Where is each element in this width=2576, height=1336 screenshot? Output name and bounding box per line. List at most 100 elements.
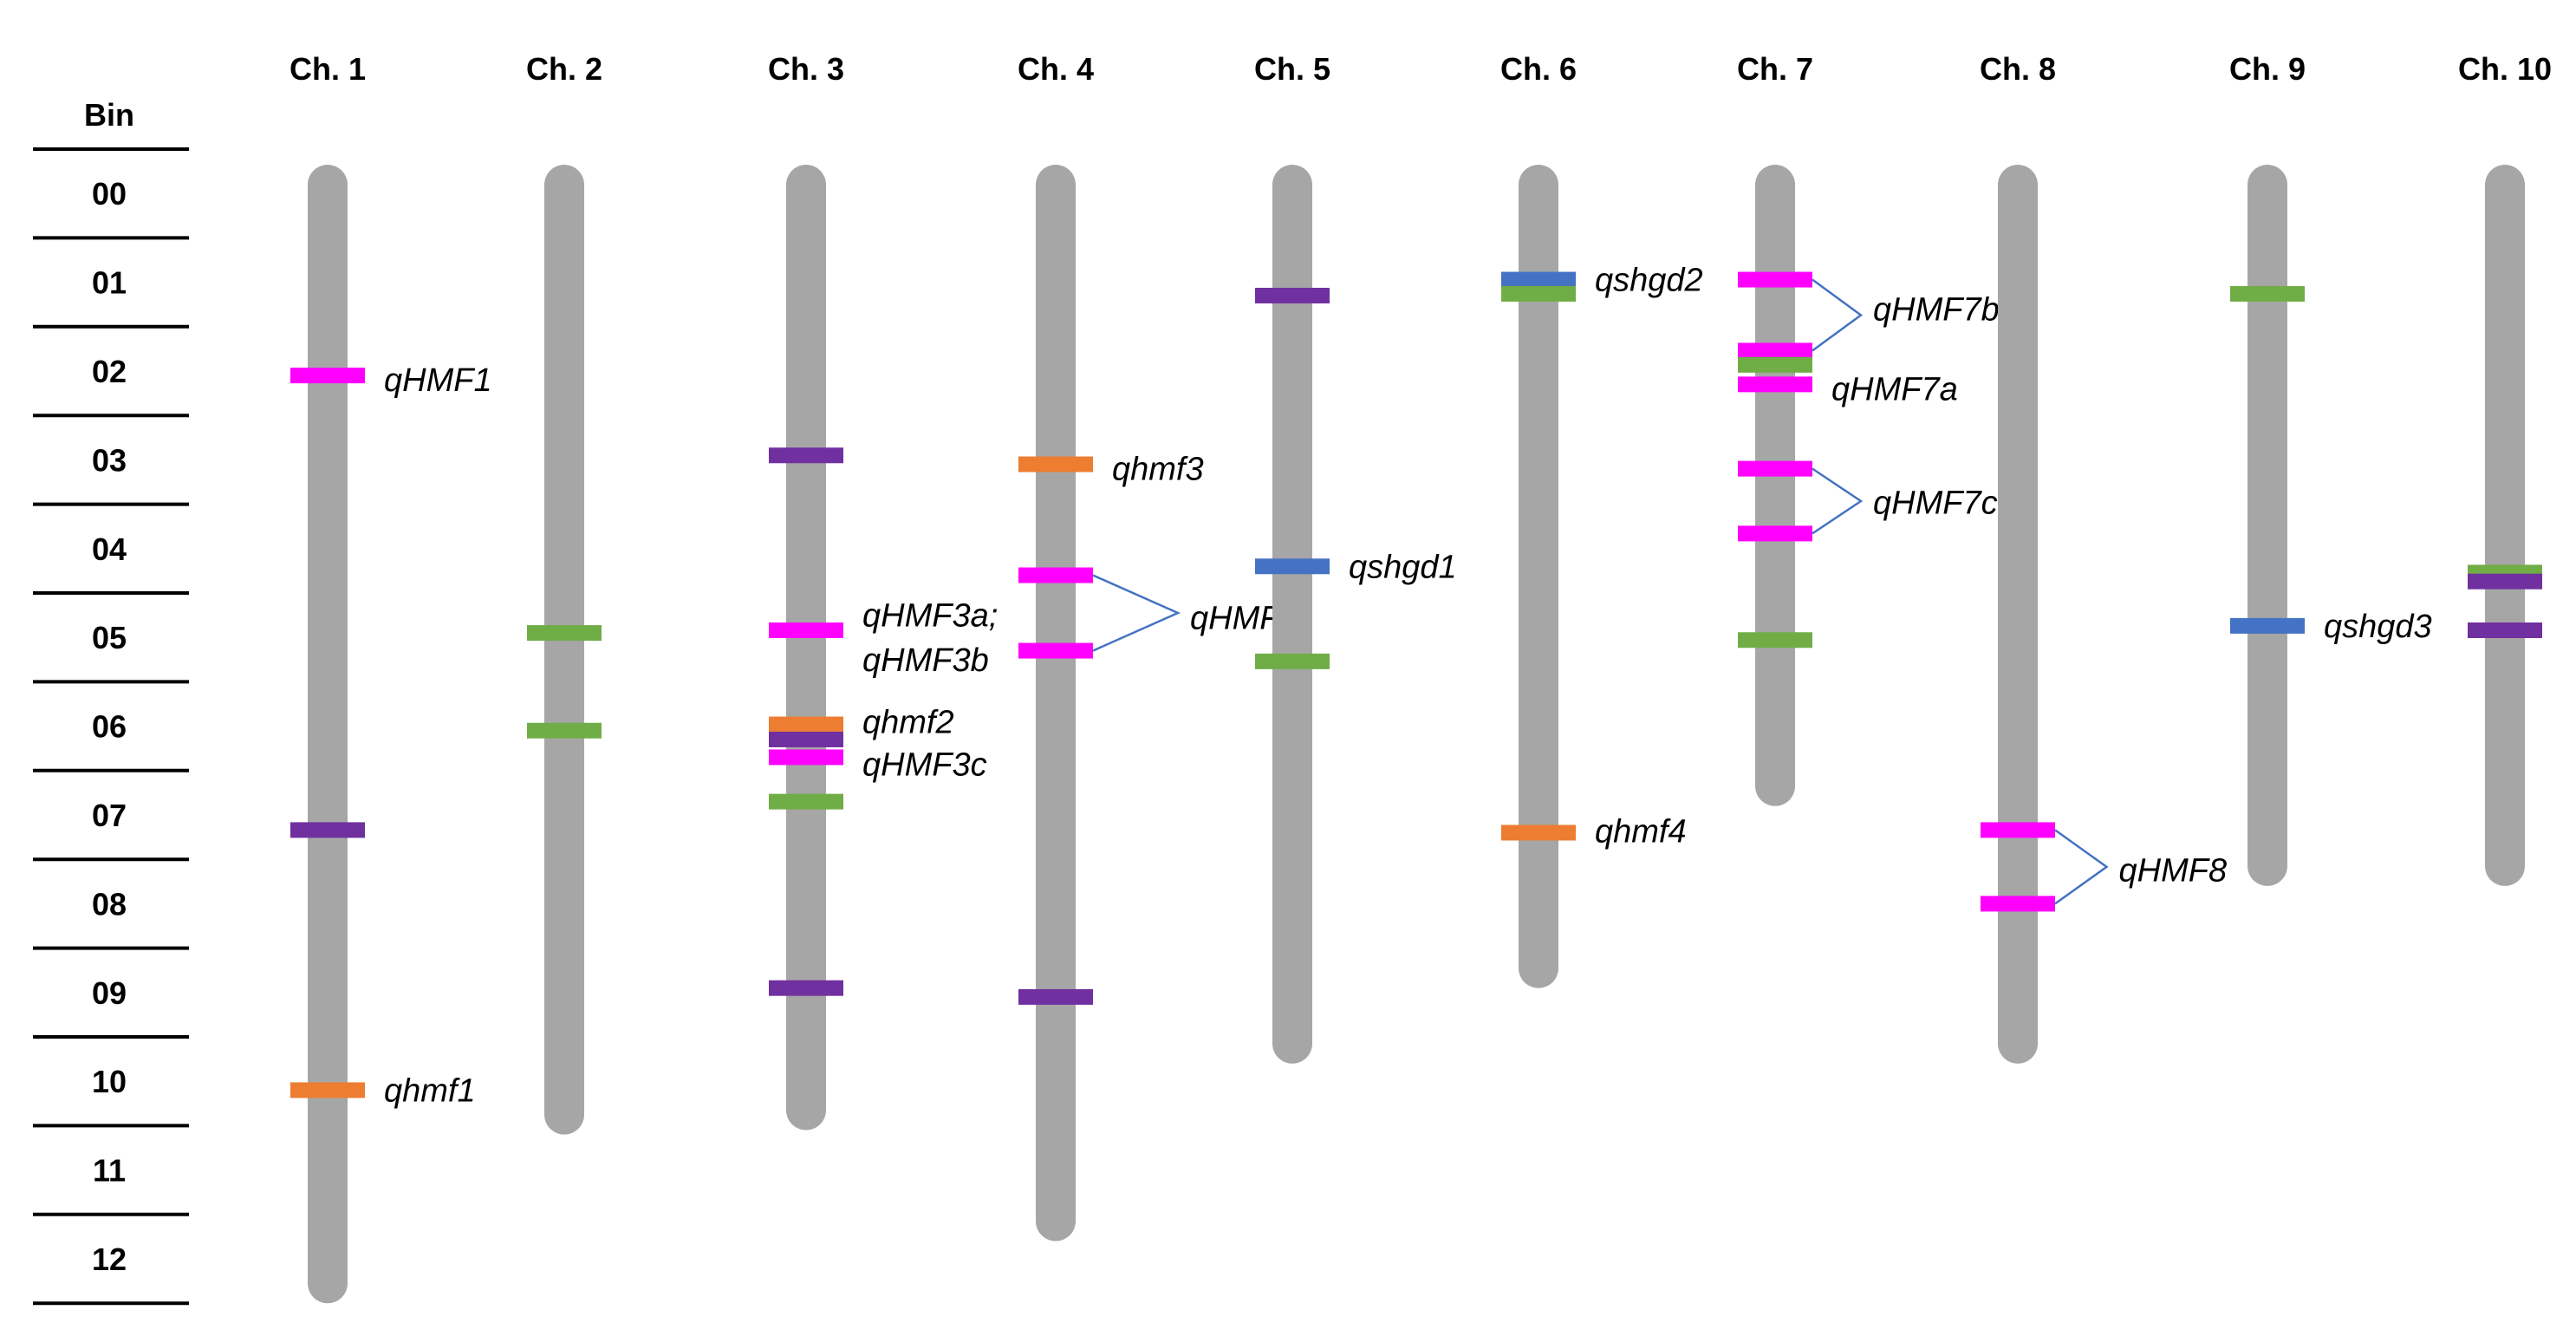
qtl-marker-purple: [769, 447, 843, 464]
qtl-label: qhmf1: [384, 1072, 476, 1109]
chromosome-body: [1272, 165, 1312, 1064]
bin-label-09: 09: [92, 975, 127, 1011]
chromosome-body: [1998, 165, 2038, 1064]
chromosome-1: Ch. 1 qHMF1 qhmf1: [289, 51, 492, 1304]
qtl-bracket: [1812, 467, 1864, 535]
chromosome-label: Ch. 9: [2229, 51, 2306, 87]
bin-label-11: 11: [93, 1153, 126, 1189]
qtl-marker-magenta: [1981, 896, 2055, 912]
chromosome-label: Ch. 1: [289, 51, 366, 87]
bin-label-08: 08: [92, 886, 127, 922]
qtl-marker-green: [769, 793, 843, 810]
chromosome-body: [544, 165, 584, 1135]
chromosome-5: Ch. 5 qshgd1: [1254, 51, 1457, 1064]
qtl-label: qHMF3b: [862, 642, 989, 679]
qtl-label: qhmf3: [1112, 452, 1204, 488]
qtl-marker-green: [1501, 285, 1576, 302]
qtl-marker-blue: [1501, 271, 1576, 288]
qtl-marker-blue: [2230, 617, 2305, 634]
chromosome-body: [1519, 165, 1558, 988]
bin-label-00: 00: [92, 176, 127, 212]
qtl-marker-magenta: [1981, 822, 2055, 838]
qtl-marker-orange: [290, 1082, 365, 1098]
qtl-bracket: [1812, 278, 1864, 352]
bin-label-06: 06: [92, 709, 127, 745]
chromosome-label: Ch. 4: [1018, 51, 1094, 87]
chromosome-body: [786, 165, 826, 1131]
qtl-marker-green: [527, 722, 602, 739]
qtl-label: qHMF1: [384, 362, 492, 399]
qtl-marker-magenta: [290, 368, 365, 384]
bin-label-10: 10: [92, 1064, 127, 1099]
chromosome-label: Ch. 3: [768, 51, 844, 87]
chromosome-label: Ch. 8: [1980, 51, 2056, 87]
qtl-label: qHMF3a;: [862, 598, 998, 635]
chromosome-7: Ch. 7 qHMF7b qHMF7a qHMF7c: [1737, 51, 2000, 806]
bin-label-12: 12: [92, 1242, 127, 1277]
qtl-marker-magenta: [1738, 376, 1812, 393]
chromosome-label: Ch. 7: [1737, 51, 1813, 87]
qtl-label: qhmf4: [1595, 813, 1687, 850]
chromosome-label: Ch. 10: [2458, 51, 2552, 87]
qtl-label: qshgd1: [1349, 549, 1457, 585]
qtl-marker-orange: [1018, 456, 1093, 472]
bin-label-01: 01: [92, 265, 127, 301]
qtl-marker-magenta: [769, 749, 843, 766]
bin-label-02: 02: [92, 354, 127, 389]
qtl-bracket: [2054, 829, 2109, 905]
qtl-marker-green: [2230, 285, 2305, 302]
qtl-label: qhmf2: [862, 704, 954, 740]
qtl-label: qHMF8: [2119, 852, 2228, 889]
qtl-marker-magenta: [1738, 460, 1812, 477]
qtl-marker-magenta: [1738, 342, 1812, 359]
chromosome-10: Ch. 10: [2458, 51, 2552, 886]
qtl-marker-green: [1738, 356, 1812, 373]
qtl-label: qshgd2: [1595, 263, 1703, 299]
chromosome-label: Ch. 5: [1254, 51, 1330, 87]
qtl-marker-green: [1255, 653, 1330, 669]
chromosome-body: [308, 165, 348, 1304]
qtl-label: qHMF7b: [1873, 291, 2000, 328]
qtl-marker-purple: [769, 731, 843, 747]
chromosome-6: Ch. 6 qshgd2 qhmf4: [1500, 51, 1703, 988]
qtl-marker-orange: [1501, 824, 1576, 841]
qtl-label: qHMF3c: [862, 747, 987, 784]
bin-label-04: 04: [92, 531, 127, 567]
chromosome-body: [2247, 165, 2287, 886]
qtl-marker-magenta: [1738, 271, 1812, 288]
chromosome-label: Ch. 6: [1500, 51, 1577, 87]
bin-label-07: 07: [92, 798, 127, 833]
chromosome-9: Ch. 9 qshgd3: [2229, 51, 2432, 886]
chromosome-set: Ch. 1 qHMF1 qhmf1 Ch. 2 Ch. 3 qHMF3a; qHMF3b qh…: [289, 51, 2552, 1304]
qtl-marker-purple: [769, 980, 843, 996]
qtl-marker-purple: [2468, 573, 2542, 590]
chromosome-label: Ch. 2: [526, 51, 602, 87]
bin-scale: Bin 00 01 02 03 04 05 06 07 08 09 10 11 12: [33, 97, 189, 1306]
qtl-marker-magenta: [1018, 642, 1093, 659]
qtl-marker-magenta: [1018, 567, 1093, 583]
qtl-marker-purple: [1255, 287, 1330, 303]
qtl-marker-magenta: [1738, 525, 1812, 542]
qtl-label: qHMF7a: [1831, 371, 1958, 407]
qtl-label: qHMF7c: [1873, 486, 1998, 522]
bin-label-05: 05: [92, 620, 127, 655]
bin-label-03: 03: [92, 442, 127, 478]
chromosome-2: Ch. 2: [526, 51, 602, 1135]
qtl-bracket: [1092, 574, 1181, 652]
qtl-label: qshgd3: [2324, 609, 2432, 645]
qtl-marker-green: [527, 625, 602, 642]
chromosome-body: [1755, 165, 1795, 806]
qtl-marker-blue: [1255, 558, 1330, 575]
qtl-marker-purple: [290, 822, 365, 838]
qtl-marker-orange: [769, 716, 843, 733]
chromosome-8: Ch. 8 qHMF8: [1980, 51, 2227, 1064]
qtl-marker-magenta: [769, 622, 843, 639]
chromosome-3: Ch. 3 qHMF3a; qHMF3b qhmf2 qHMF3c: [768, 51, 998, 1131]
qtl-marker-green: [1738, 632, 1812, 648]
chromosome-body: [1036, 165, 1076, 1242]
qtl-marker-purple: [1018, 988, 1093, 1005]
qtl-marker-purple: [2468, 622, 2542, 639]
bin-header: Bin: [84, 97, 134, 133]
